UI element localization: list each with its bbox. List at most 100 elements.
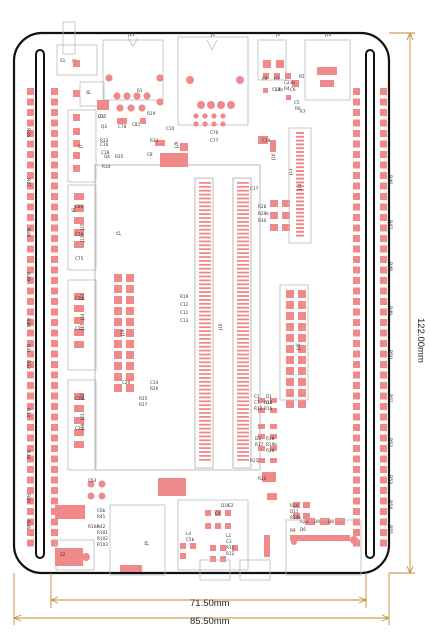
right-label-3: R49 <box>387 306 393 315</box>
header-pad <box>126 362 134 370</box>
dimension-inner-width: 71.50mm <box>190 598 230 609</box>
fine-pitch-pin <box>296 189 304 191</box>
switch-s1 <box>56 44 98 76</box>
fine-pitch-pin <box>199 427 211 430</box>
component-label: R7 <box>300 109 306 114</box>
fine-pitch-pin <box>199 275 211 278</box>
right-header-pin <box>353 319 360 326</box>
left-header-pin <box>51 529 58 536</box>
left-header-pin <box>51 539 58 547</box>
component-label: R23 <box>300 519 309 524</box>
through-hole-pad <box>220 113 226 119</box>
component-label: C5b <box>186 537 195 542</box>
left-header-pin <box>51 508 58 515</box>
smd-pad <box>210 556 216 562</box>
fine-pitch-pin <box>296 196 304 199</box>
component-label: C16 <box>100 142 109 147</box>
left-header-pin <box>27 161 34 169</box>
fine-pitch-pin <box>237 256 249 258</box>
fine-pitch-pin <box>199 369 211 371</box>
header-pad <box>126 274 134 282</box>
header-pad <box>114 329 122 337</box>
component-label: R19b <box>266 442 277 447</box>
component-label: R35 <box>115 154 124 159</box>
left-header-pin <box>51 487 58 494</box>
fine-pitch-pins <box>199 182 249 461</box>
fine-pitch-pin <box>199 380 211 383</box>
board-outline <box>12 31 391 575</box>
left-header-pin <box>27 382 34 389</box>
left-header-pin <box>51 340 58 347</box>
fine-pitch-pin <box>199 256 211 258</box>
component-label: C10 <box>166 126 175 131</box>
smd-pad <box>74 293 84 300</box>
right-header-pin <box>353 371 360 379</box>
fine-pitch-pin <box>237 240 249 243</box>
fine-pitch-pin <box>199 283 211 286</box>
left-header-pin <box>27 182 34 190</box>
fine-pitch-pin <box>237 455 249 457</box>
connector-j14-label: J14 <box>297 183 302 191</box>
component-label: C77 <box>210 138 219 143</box>
fine-pitch-pin <box>199 240 211 243</box>
left-header-pin <box>51 371 58 379</box>
header-pad <box>126 373 134 381</box>
left-label-3: R29 <box>25 272 31 281</box>
right-header-pin <box>380 434 387 442</box>
fine-pitch-pin <box>237 193 249 196</box>
right-header-pin <box>353 497 360 505</box>
through-hole-pad <box>113 92 121 100</box>
fine-pitch-pin <box>296 181 304 184</box>
component-label: R104 <box>88 524 99 529</box>
connector-j5-label: J5 <box>116 231 121 236</box>
fine-pitch-pin <box>199 330 211 332</box>
left-header-pin <box>27 476 34 484</box>
fine-pitch-pin <box>199 302 211 305</box>
through-hole-pad <box>193 113 199 119</box>
header-pad <box>298 400 306 408</box>
fine-pitch-pin <box>237 275 249 278</box>
header-pad <box>126 384 134 392</box>
left-header-pin <box>27 245 34 253</box>
smd-pad <box>180 553 186 559</box>
component-label: R32 <box>150 138 159 143</box>
header-pad <box>114 351 122 359</box>
smd-pad <box>303 502 310 508</box>
left-header-pin <box>27 109 34 116</box>
component-label: D9 <box>314 519 320 524</box>
fine-pitch-pin <box>296 135 304 138</box>
left-connector-stack <box>67 81 105 471</box>
left-header-pin <box>51 277 58 284</box>
fine-pitch-pin <box>199 361 211 364</box>
right-header-pin <box>380 539 387 547</box>
left-header-pin <box>27 203 34 211</box>
fine-pitch-pin <box>296 147 304 150</box>
left-header-pin <box>27 151 34 158</box>
left-pin-header <box>27 88 58 547</box>
connector-j4-label: J4 <box>210 32 215 37</box>
fine-pitch-pin <box>199 392 211 395</box>
right-header-pin <box>380 497 387 505</box>
smd-pad <box>276 60 284 68</box>
component-label: R17 <box>255 442 264 447</box>
smd-pad <box>74 393 84 400</box>
component-label: C6 <box>290 87 296 92</box>
left-header-pin <box>27 329 34 337</box>
through-hole-pad <box>220 121 226 127</box>
right-label-1: R47 <box>387 220 393 229</box>
right-header-pin <box>353 529 360 536</box>
connector-j2-label: J12 <box>324 32 332 37</box>
fine-pitch-pin <box>237 182 249 184</box>
header-pad <box>114 340 122 348</box>
left-header-pin <box>51 298 58 305</box>
left-label-7: R33 <box>25 408 31 417</box>
fine-pitch-pin <box>296 143 304 146</box>
fine-pitch-pin <box>199 318 211 321</box>
component-label: C12 <box>180 302 189 307</box>
smd-pad <box>320 80 334 87</box>
right-header-pin <box>353 98 360 106</box>
right-header-pin <box>380 172 387 179</box>
smd-pad <box>97 100 109 110</box>
smd-pad <box>74 229 84 236</box>
